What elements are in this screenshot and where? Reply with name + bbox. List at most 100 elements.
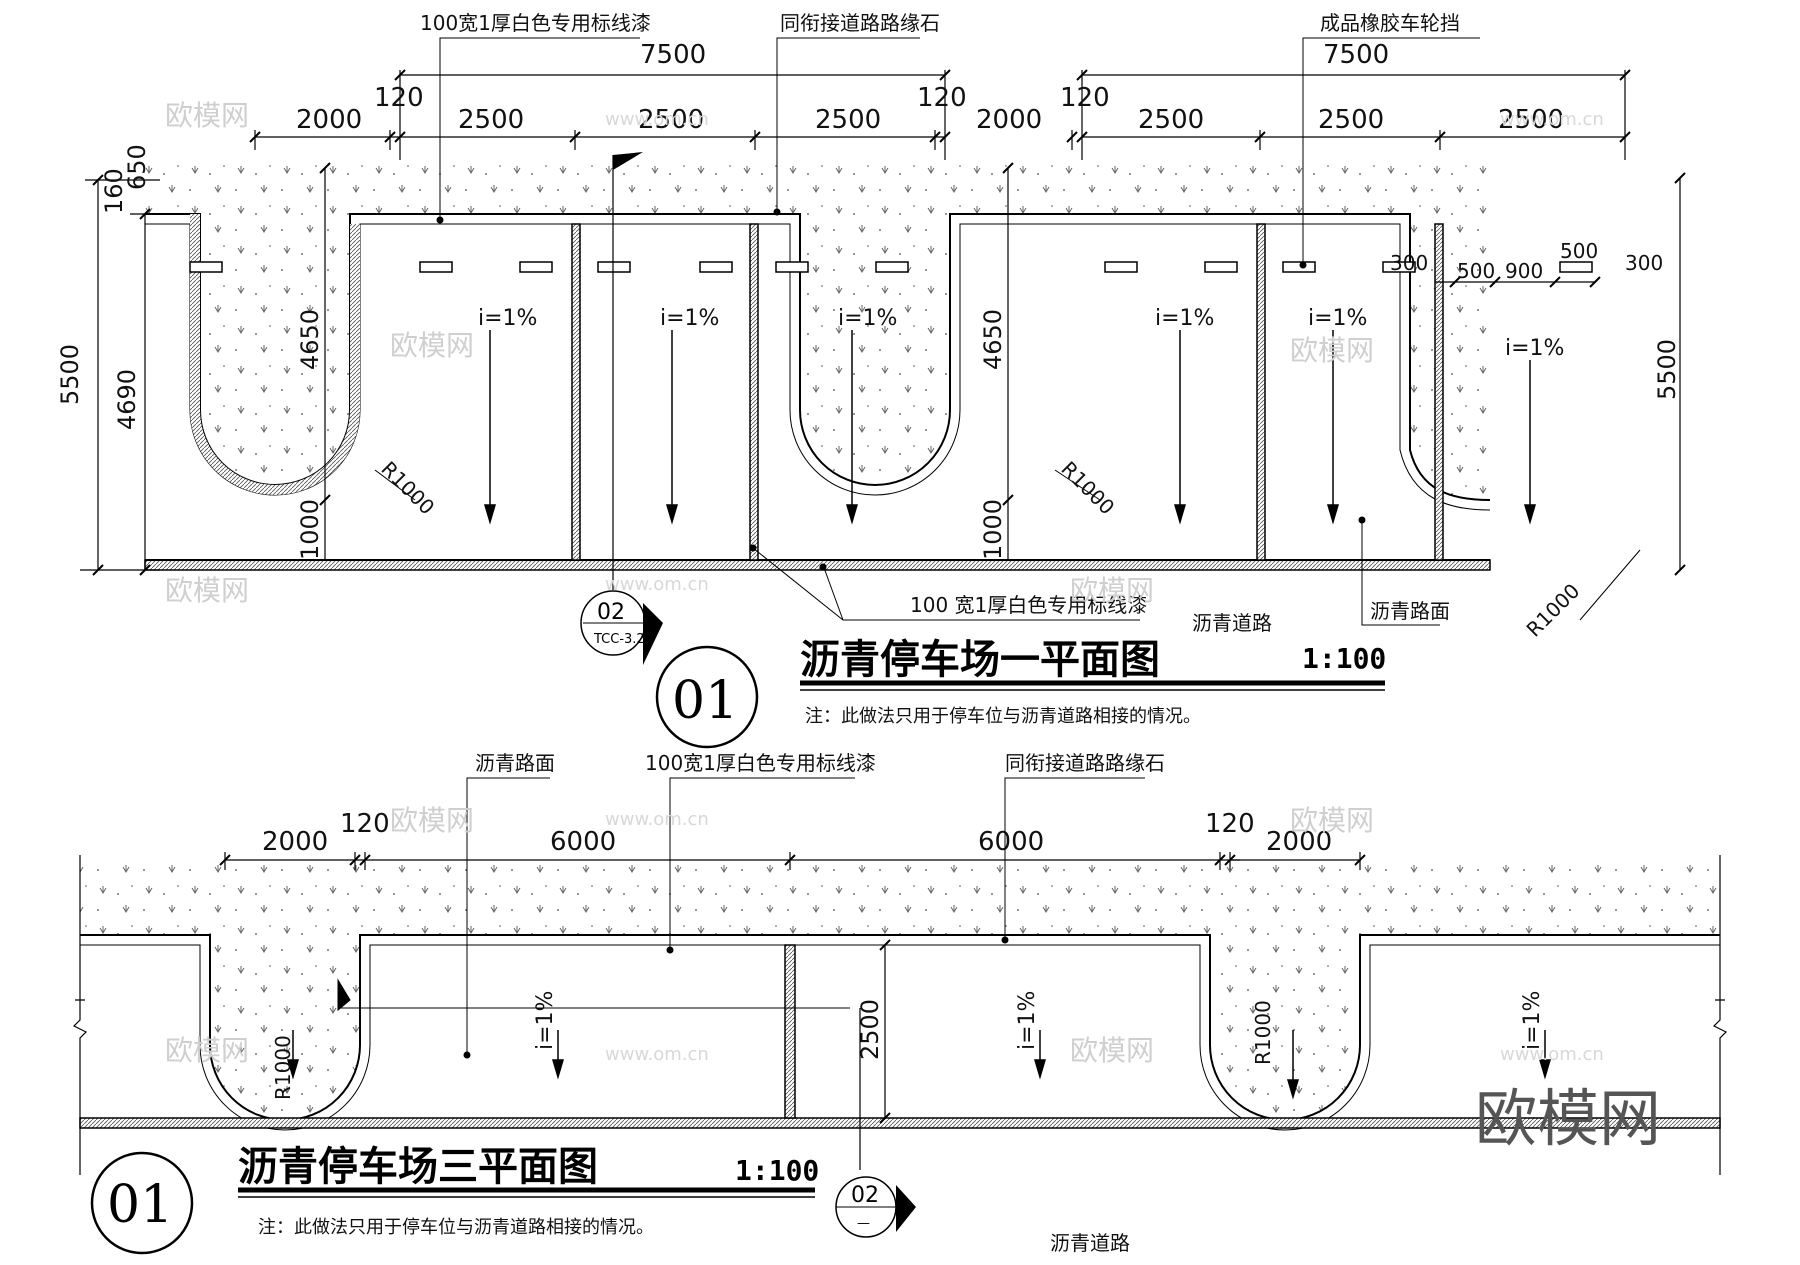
radius-label: R1000 — [376, 457, 439, 520]
dim-6000: 6000 — [550, 827, 616, 857]
callout-stopper: 成品橡胶车轮挡 — [1320, 11, 1460, 35]
callout-curb: 同衔接道路路缘石 — [780, 11, 940, 35]
dim-2500: 2500 — [1318, 105, 1384, 135]
svg-text:www.om.cn: www.om.cn — [1500, 1044, 1604, 1065]
slope-label: i=1% — [478, 306, 537, 331]
dim-500: 500 — [1560, 239, 1598, 263]
dim-4690: 4690 — [113, 369, 141, 430]
leaders-1 — [436, 37, 1480, 626]
break-lines-3 — [72, 855, 1728, 1175]
road-edge-3 — [79, 1117, 1721, 1129]
detail-bubble-number: 01 — [672, 671, 738, 731]
dim-total-7500: 7500 — [1323, 40, 1389, 70]
callout-paint: 100宽1厚白色专用标线漆 — [420, 11, 651, 35]
section-marker-3: 02 — — [835, 1008, 916, 1238]
svg-text:欧模网: 欧模网 — [165, 99, 249, 132]
dim-2500: 2500 — [638, 105, 704, 135]
leaders-3 — [337, 777, 1145, 1059]
section-bubble-number: 02 — [597, 600, 625, 625]
wheel-stoppers-1 — [189, 261, 1593, 273]
dimension-lines-top-3 — [219, 852, 1366, 1124]
dim-300: 300 — [1625, 251, 1663, 275]
drawing-note: 注：此做法只用于停车位与沥青道路相接的情况。 — [258, 1217, 654, 1238]
svg-text:欧模网: 欧模网 — [1290, 804, 1374, 837]
slope-label: i=1% — [533, 991, 558, 1050]
dim-500: 500 — [1457, 259, 1495, 283]
svg-text:欧模网: 欧模网 — [390, 804, 474, 837]
dim-2500: 2500 — [458, 105, 524, 135]
brand-watermark: 欧模网 — [1475, 1082, 1661, 1155]
dim-1000: 1000 — [296, 499, 324, 560]
dim-650: 650 — [123, 144, 151, 190]
section-bubble-sheet: TCC-3.2 — [593, 632, 645, 647]
dimension-lines-interior-1 — [319, 162, 1686, 576]
drawing-note: 注：此做法只用于停车位与沥青道路相接的情况。 — [805, 706, 1201, 727]
radius-label: R1000 — [271, 1035, 295, 1100]
dim-2500: 2500 — [856, 999, 884, 1060]
callout-road: 沥青道路 — [1050, 1231, 1130, 1255]
callout-surface: 沥青路面 — [1370, 599, 1450, 623]
svg-text:欧模网: 欧模网 — [1070, 574, 1154, 607]
dim-120: 120 — [374, 83, 424, 113]
radius-label: R1000 — [1251, 1000, 1275, 1065]
svg-text:欧模网: 欧模网 — [165, 574, 249, 607]
slope-arrows-1 — [483, 330, 1537, 525]
radius-label: R1000 — [1522, 579, 1585, 642]
radius-label: R1000 — [1056, 457, 1119, 520]
callout-curb: 同衔接道路路缘石 — [1005, 751, 1165, 775]
drawing-title: 沥青停车场一平面图 — [800, 637, 1160, 683]
dim-300: 300 — [1390, 251, 1428, 275]
dimension-lines-left-1 — [80, 174, 160, 576]
dim-total-7500: 7500 — [640, 40, 706, 70]
dim-2500: 2500 — [1138, 105, 1204, 135]
detail-bubble — [655, 645, 759, 749]
drawing-title: 沥青停车场三平面图 — [238, 1144, 598, 1190]
section-marker-1: 02 TCC-3.2 — [580, 152, 663, 665]
dim-2000: 2000 — [1266, 827, 1332, 857]
stall-divider-3 — [784, 944, 796, 1119]
slope-arrows-3 — [286, 1030, 1552, 1100]
dim-120: 120 — [340, 809, 390, 839]
dim-2500: 2500 — [1498, 105, 1564, 135]
dim-2000: 2000 — [262, 827, 328, 857]
road-edge-1 — [144, 559, 1491, 571]
svg-text:欧模网: 欧模网 — [1070, 1034, 1154, 1067]
callout-surface: 沥青路面 — [475, 751, 555, 775]
svg-text:www.om.cn: www.om.cn — [605, 809, 709, 830]
watermarks: 欧模网 欧模网 欧模网 欧模网 欧模网 欧模网 欧模网 欧模网 欧模网 www.… — [165, 99, 1661, 1155]
dim-4650: 4650 — [296, 309, 324, 370]
dim-5500: 5500 — [1653, 339, 1681, 400]
plan-3: i=1% i=1% i=1% 2000 120 6000 6000 120 20… — [72, 751, 1728, 1255]
slope-label: i=1% — [838, 306, 897, 331]
svg-text:www.om.cn: www.om.cn — [1500, 109, 1604, 130]
svg-text:www.om.cn: www.om.cn — [605, 1044, 709, 1065]
plan-1: i=1% i=1% i=1% i=1% i=1% i=1% 2000 — [56, 11, 1686, 749]
slope-label: i=1% — [1505, 336, 1564, 361]
detail-bubble — [90, 1151, 194, 1255]
section-bubble-sheet: — — [857, 1216, 870, 1231]
svg-text:欧模网: 欧模网 — [1290, 334, 1374, 367]
planting-area-3 — [80, 865, 1720, 1120]
dimension-lines-top-1 — [249, 69, 1631, 160]
planting-area-1 — [145, 160, 1490, 500]
slope-label: i=1% — [1520, 991, 1545, 1050]
slope-label: i=1% — [1155, 306, 1214, 331]
stopper-dims-1 — [1435, 276, 1601, 288]
slope-label: i=1% — [660, 306, 719, 331]
callout-road: 沥青道路 — [1192, 611, 1272, 635]
svg-text:欧模网: 欧模网 — [390, 329, 474, 362]
dim-4650: 4650 — [979, 309, 1007, 370]
dim-2500: 2500 — [815, 105, 881, 135]
dim-2000: 2000 — [976, 105, 1042, 135]
dim-120: 120 — [1205, 809, 1255, 839]
drawing-scale: 1:100 — [735, 1154, 819, 1187]
dim-160: 160 — [100, 168, 128, 214]
dim-2000: 2000 — [296, 105, 362, 135]
svg-text:www.om.cn: www.om.cn — [605, 109, 709, 130]
slope-label: i=1% — [1015, 991, 1040, 1050]
dim-5500: 5500 — [56, 344, 84, 405]
drawing-scale: 1:100 — [1302, 642, 1386, 675]
svg-text:www.om.cn: www.om.cn — [605, 574, 709, 595]
dim-900: 900 — [1505, 259, 1543, 283]
